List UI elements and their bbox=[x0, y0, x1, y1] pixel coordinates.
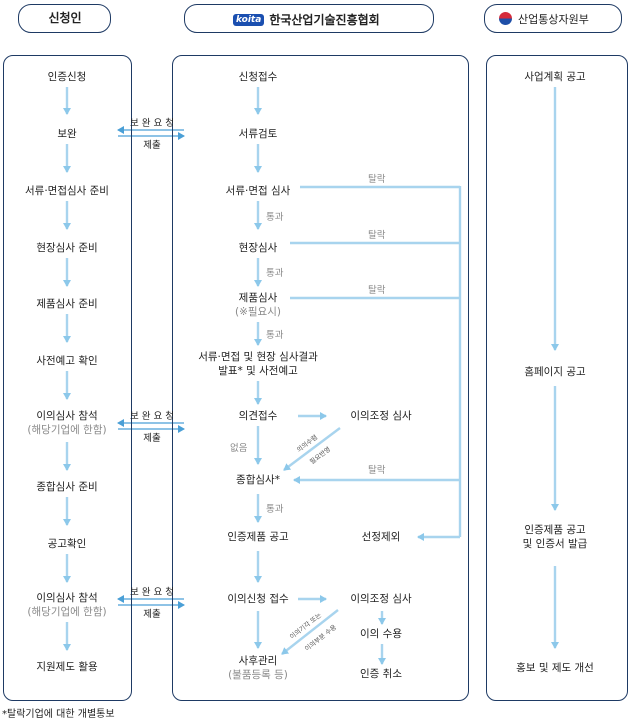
fail-label-3: 탈락 bbox=[368, 285, 386, 296]
applicant-column bbox=[3, 55, 132, 701]
koita-step-mediation-2: 이의조정 심사 bbox=[350, 593, 412, 605]
koita-step-opinion: 의견접수 bbox=[238, 410, 278, 422]
applicant-step-notice: 공고확인 bbox=[47, 538, 87, 550]
applicant-step-document-prep: 서류·면접심사 준비 bbox=[25, 185, 109, 197]
koita-step-result-line1: 서류·면접 및 현장 심사결과 bbox=[198, 351, 318, 363]
koita-step-receipt: 신청접수 bbox=[238, 71, 278, 83]
koita-step-objection-receipt: 이의신청 접수 bbox=[227, 593, 289, 605]
ministry-column bbox=[486, 55, 628, 701]
ministry-title: 산업통상자원부 bbox=[518, 13, 589, 26]
koita-step-excluded: 선정제외 bbox=[361, 531, 401, 543]
applicant-step-objection-1: 이의심사 참석 bbox=[36, 410, 98, 422]
fail-label-1: 탈락 bbox=[368, 174, 386, 185]
applicant-step-total-prep: 종합심사 준비 bbox=[36, 481, 98, 493]
koita-step-cert-notice: 인증제품 공고 bbox=[227, 531, 289, 543]
koita-step-product-review-note: (※필요시) bbox=[235, 306, 281, 318]
ministry-step-promotion: 홍보 및 제도 개선 bbox=[516, 662, 594, 674]
koita-step-total-review: 종합심사* bbox=[236, 474, 280, 486]
ministry-header: 산업통상자원부 bbox=[484, 4, 622, 33]
exchange-request-label-2: 보 완 요 청 bbox=[129, 411, 175, 422]
koita-step-document-interview: 서류·면접 심사 bbox=[225, 185, 291, 197]
korea-emblem-icon bbox=[499, 12, 512, 25]
koita-step-product-review: 제품심사 bbox=[238, 292, 278, 304]
applicant-step-product-prep: 제품심사 준비 bbox=[36, 298, 98, 310]
koita-step-cert-cancel: 인증 취소 bbox=[360, 668, 402, 680]
exchange-request-label-1: 보 완 요 청 bbox=[129, 118, 175, 129]
applicant-header: 신청인 bbox=[18, 4, 111, 33]
koita-title: 한국산업기술진흥협회 bbox=[269, 13, 380, 27]
exchange-submit-label-1: 제출 bbox=[143, 140, 161, 151]
ministry-step-cert-issue: 및 인증서 발급 bbox=[522, 538, 588, 550]
koita-header: koita 한국산업기술진흥협회 bbox=[184, 4, 434, 33]
koita-step-review: 서류검토 bbox=[238, 128, 278, 140]
fail-label-2: 탈락 bbox=[368, 230, 386, 241]
applicant-step-objection-2: 이의심사 참석 bbox=[36, 592, 98, 604]
ministry-step-cert-notice: 인증제품 공고 bbox=[524, 524, 586, 536]
koita-step-result-line2: 발표* 및 사전예고 bbox=[218, 365, 298, 377]
applicant-step-supplement: 보완 bbox=[57, 128, 77, 140]
koita-logo: koita bbox=[233, 13, 265, 26]
koita-step-site-review: 현장심사 bbox=[238, 242, 278, 254]
exchange-request-label-3: 보 완 요 청 bbox=[129, 587, 175, 598]
applicant-step-site-prep: 현장심사 준비 bbox=[36, 242, 98, 254]
arrow-review-to-aftercare bbox=[281, 609, 339, 655]
pass-label-4: 통과 bbox=[266, 504, 284, 515]
ministry-step-plan-notice: 사업계획 공고 bbox=[524, 71, 586, 83]
koita-column bbox=[172, 55, 469, 701]
arrow-review-to-total bbox=[283, 427, 341, 471]
applicant-step-apply: 인증신청 bbox=[47, 71, 87, 83]
pass-label-1: 통과 bbox=[266, 212, 284, 223]
exchange-submit-label-3: 제출 bbox=[143, 609, 161, 620]
exchange-submit-label-2: 제출 bbox=[143, 433, 161, 444]
koita-step-objection-accept: 이의 수용 bbox=[360, 628, 402, 640]
applicant-title: 신청인 bbox=[48, 11, 82, 25]
koita-step-aftercare-note: (불품등록 등) bbox=[228, 669, 288, 681]
applicant-step-objection-1-note: (해당기업에 한함) bbox=[27, 424, 107, 436]
pass-label-2: 통과 bbox=[266, 268, 284, 279]
applicant-step-objection-2-note: (해당기업에 한함) bbox=[27, 606, 107, 618]
applicant-step-notice-check: 사전예고 확인 bbox=[36, 355, 98, 367]
applicant-step-support: 지원제도 활용 bbox=[36, 661, 98, 673]
footnote: *탈락기업에 대한 개별통보 bbox=[2, 709, 115, 720]
none-label: 없음 bbox=[230, 443, 248, 454]
fail-label-4: 탈락 bbox=[368, 465, 386, 476]
koita-step-mediation-1: 이의조정 심사 bbox=[350, 410, 412, 422]
pass-label-3: 통과 bbox=[266, 330, 284, 341]
ministry-step-homepage-notice: 홈페이지 공고 bbox=[524, 366, 586, 378]
koita-step-aftercare: 사후관리 bbox=[238, 655, 278, 667]
